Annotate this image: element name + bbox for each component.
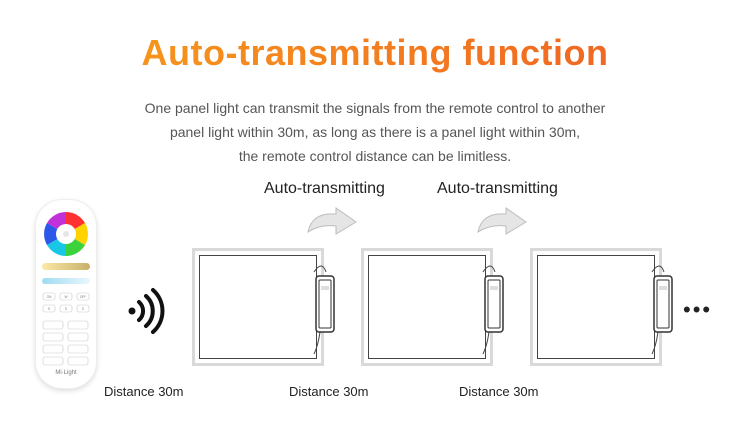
distance-label-3: Distance 30m xyxy=(459,384,539,399)
panel-light-2 xyxy=(361,248,493,366)
svg-text:S: S xyxy=(82,307,84,311)
panel-driver-3 xyxy=(651,265,673,355)
panel-driver-2 xyxy=(482,265,504,355)
description-line-2: panel light within 30m, as long as there… xyxy=(169,124,581,140)
transmit-arrow-icon-2 xyxy=(477,207,527,235)
svg-text:S: S xyxy=(48,307,50,311)
auto-transmitting-label-2: Auto-transmitting xyxy=(437,180,558,197)
description-line-3: the remote control distance can be limit… xyxy=(238,148,512,164)
description: One panel light can transmit the signals… xyxy=(0,96,750,168)
wireless-signal-icon xyxy=(128,288,165,334)
svg-text:S: S xyxy=(65,307,67,311)
auto-transmitting-label-1: Auto-transmitting xyxy=(264,180,385,197)
panel-driver-1 xyxy=(313,265,335,355)
white-slider[interactable] xyxy=(42,277,90,285)
transmit-arrow-icon-1 xyxy=(307,207,357,235)
distance-label-2: Distance 30m xyxy=(289,384,369,399)
continuation-dots: ••• xyxy=(683,297,713,322)
color-wheel-icon xyxy=(44,212,88,256)
panel-light-1 xyxy=(192,248,324,366)
svg-text:OFF: OFF xyxy=(80,295,86,299)
distance-label-1: Distance 30m xyxy=(104,384,184,399)
description-line-1: One panel light can transmit the signals… xyxy=(144,100,606,116)
panel-light-3 xyxy=(530,248,662,366)
brightness-slider[interactable] xyxy=(42,262,90,272)
remote-button-grid[interactable]: ON W OFF S S S xyxy=(42,292,90,371)
page-title: Auto-transmitting function xyxy=(0,32,750,74)
svg-text:W: W xyxy=(64,295,67,299)
remote-control: ON W OFF S S S Mi·Light xyxy=(36,200,96,388)
remote-brand-logo: Mi·Light xyxy=(55,370,77,376)
svg-text:ON: ON xyxy=(47,295,52,299)
